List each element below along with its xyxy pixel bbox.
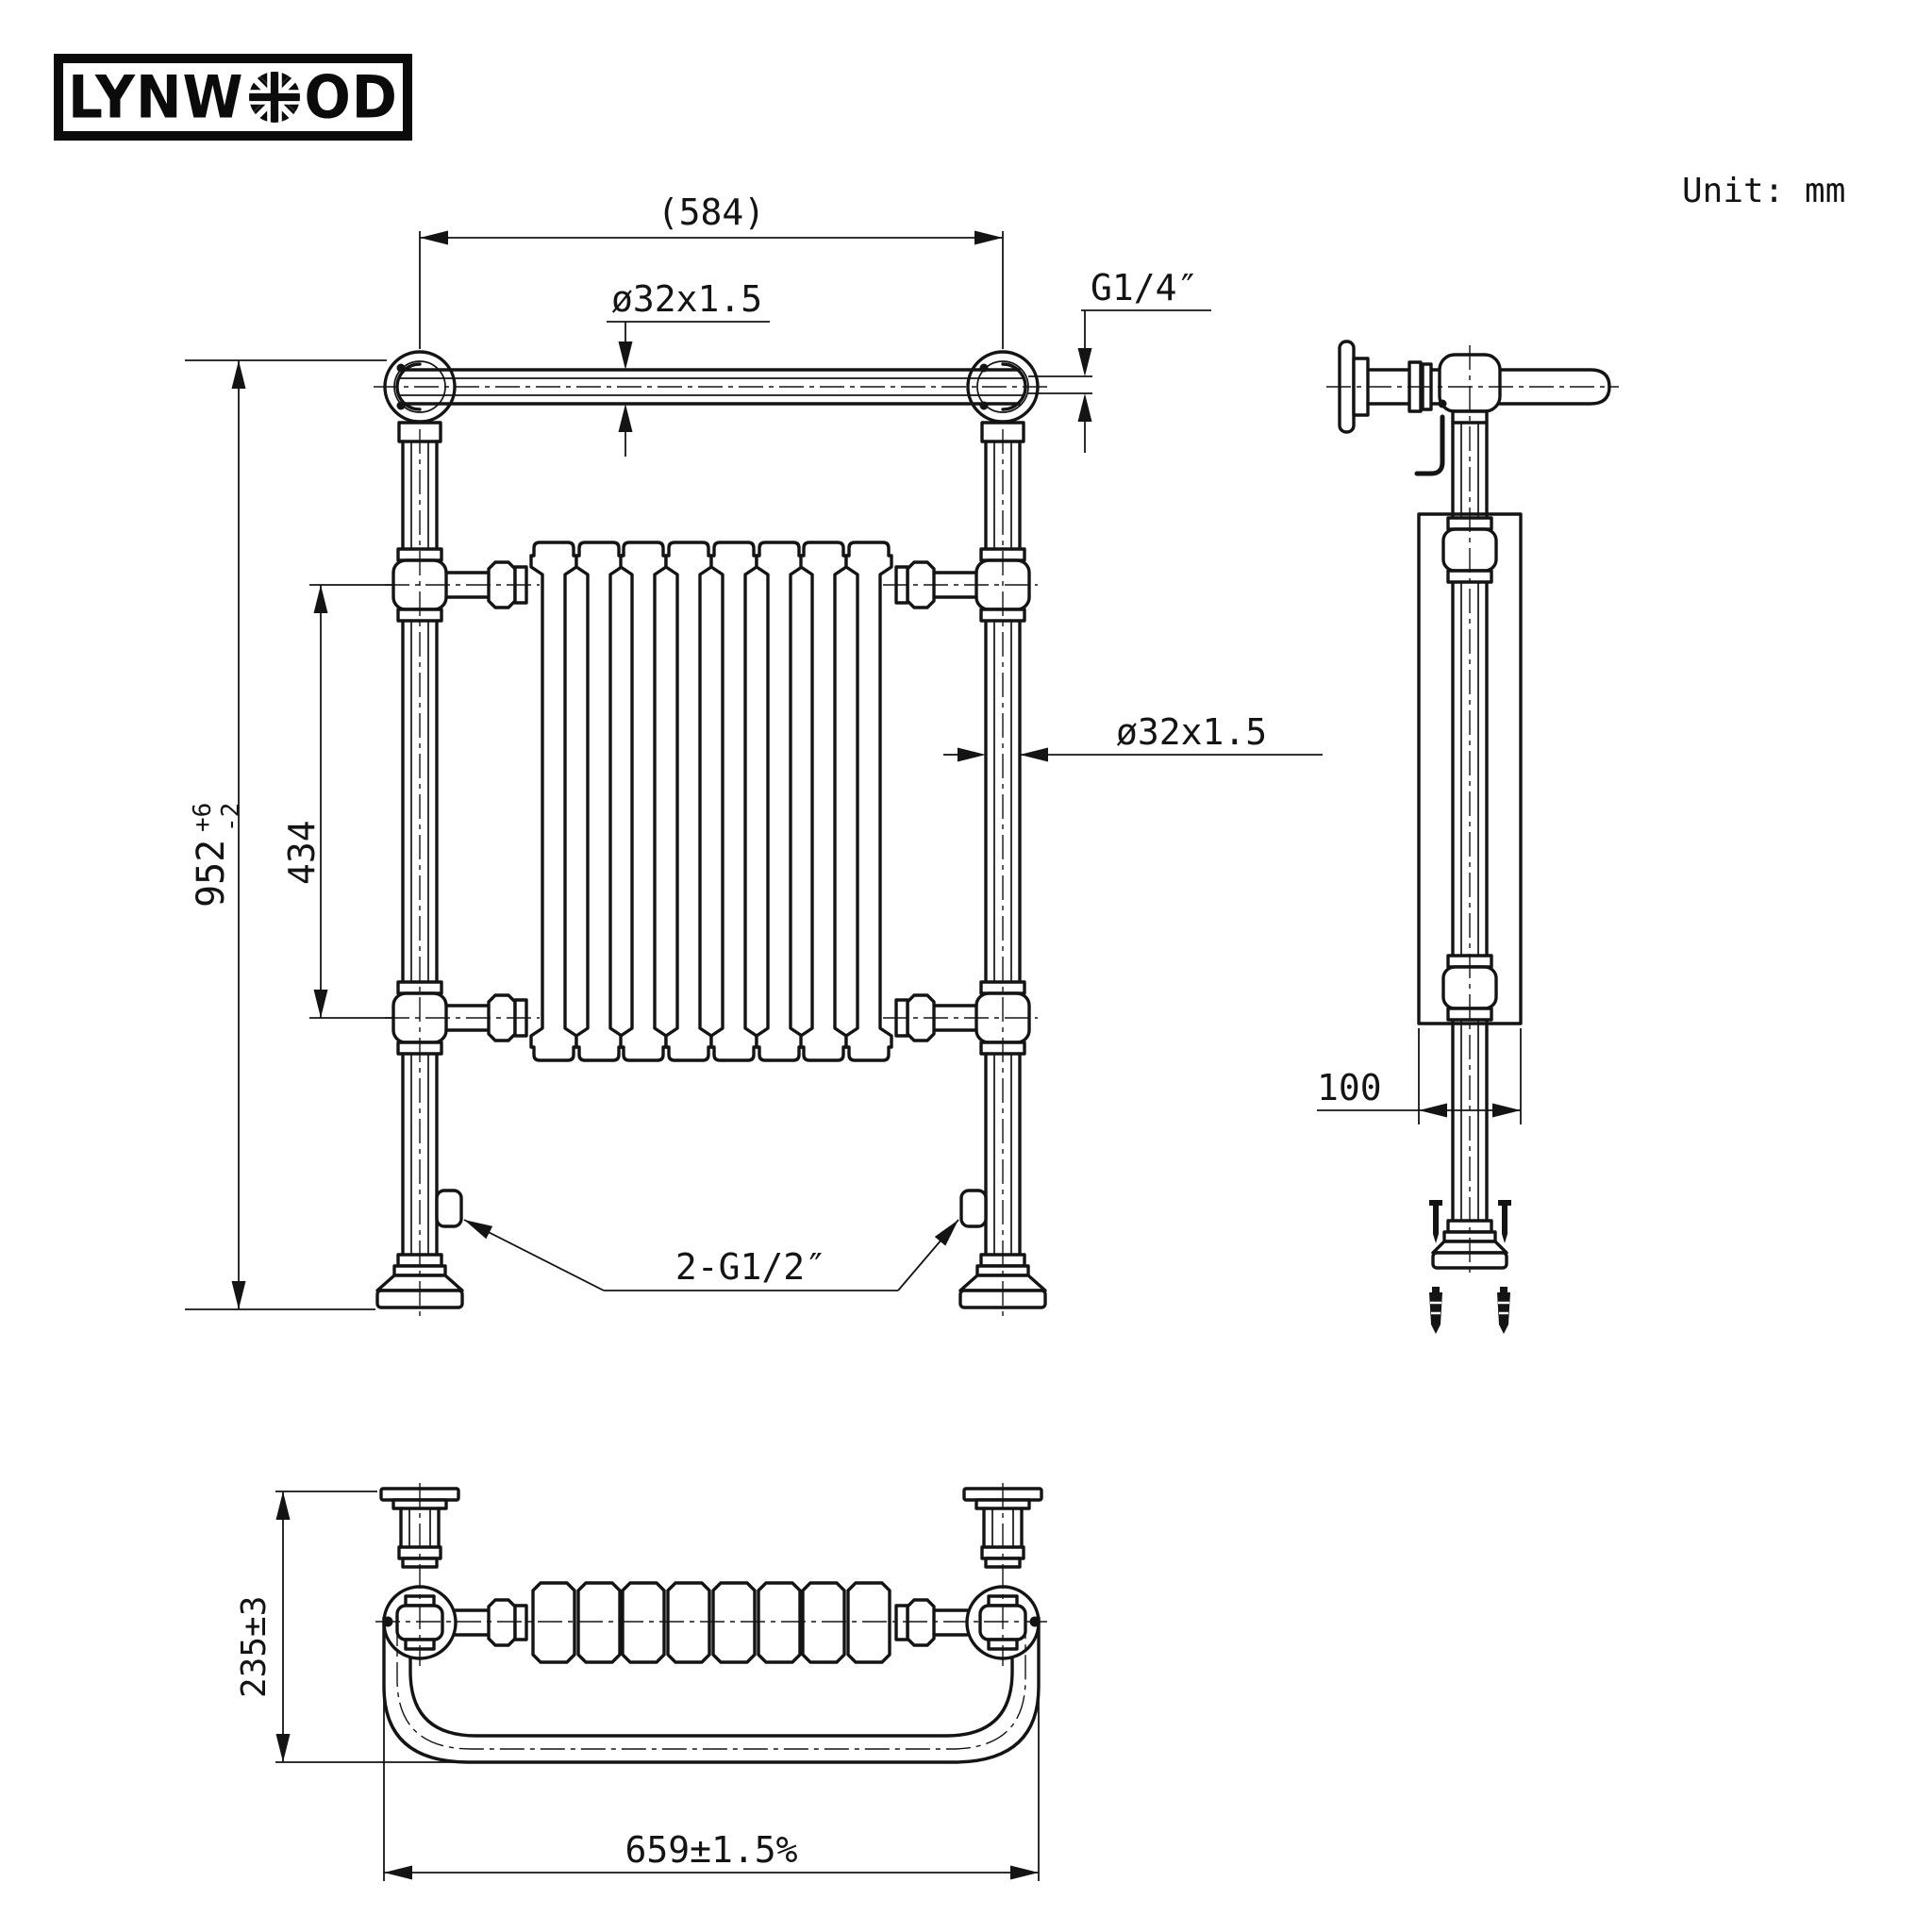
- centerlines: [1326, 345, 1619, 1275]
- connector-tube: [444, 571, 978, 1032]
- units-label: Unit: mm: [1682, 172, 1845, 210]
- radiator-core-front: [529, 541, 893, 1062]
- connector-tube: [454, 1608, 969, 1637]
- flange-screw: [396, 401, 406, 410]
- radiator-section-plan: [531, 1581, 576, 1664]
- dim-air-vent: G1/4″: [1028, 267, 1211, 453]
- dim-post-tube: ø32x1.5: [943, 711, 1323, 762]
- top-towel-bar: [400, 368, 1023, 406]
- side-view: [1326, 340, 1619, 1334]
- dim-overall-height: 952 +6 -2: [185, 359, 387, 1310]
- radiator-column-section: [844, 541, 893, 1062]
- radiator-section-plan: [711, 1581, 757, 1664]
- bottom-view: [375, 1483, 1047, 1764]
- dim-label: 235±3: [235, 1596, 274, 1698]
- centerlines: [374, 386, 1049, 1319]
- flange-screw: [396, 363, 406, 373]
- dim-wall-projection: 235±3: [235, 1491, 464, 1763]
- flange-screw: [979, 363, 989, 373]
- towel-bar-loop: [382, 1616, 1041, 1764]
- radiator-core-bottom: [531, 1581, 891, 1664]
- radiator-column-section: [755, 541, 804, 1062]
- dim-label: G1/4″: [1091, 267, 1198, 308]
- union-nut: [487, 1598, 936, 1647]
- radiator-column-section: [575, 541, 624, 1062]
- valve-boss-left: [435, 1189, 463, 1228]
- dim-tolerance-minus: -2: [217, 803, 245, 832]
- valve-boss-right: [959, 1189, 988, 1228]
- dim-label: ø32x1.5: [611, 278, 762, 320]
- bleed-key-icon: [1414, 399, 1447, 476]
- radiator-section-plan: [801, 1581, 846, 1664]
- radiator-column-section: [709, 541, 758, 1062]
- dim-valve-connections: 2-G1/2″: [460, 1213, 964, 1291]
- radiator-section-plan: [666, 1581, 711, 1664]
- dim-label: ø32x1.5: [1116, 711, 1267, 753]
- radiator-section-plan: [621, 1581, 666, 1664]
- dim-bar-overall-width: 659±1.5%: [383, 1624, 1040, 1881]
- flange-screw: [979, 401, 989, 410]
- radiator-column-section: [799, 541, 848, 1062]
- brand-logo: LYNW OD: [54, 54, 412, 141]
- dim-label: 659±1.5%: [625, 1829, 797, 1871]
- radiator-column-section: [619, 541, 668, 1062]
- dim-radiator-depth: 100: [1317, 1028, 1522, 1124]
- radiator-section-plan: [576, 1581, 622, 1664]
- dim-label: 434: [281, 820, 323, 885]
- logo-text-left: LYNW: [68, 62, 244, 132]
- radiator-column-section: [664, 541, 713, 1062]
- centerlines: [375, 1483, 1047, 1750]
- radiator-column-section: [529, 541, 578, 1062]
- radiator-section-plan: [757, 1581, 802, 1664]
- wall-plug-icon: [1429, 1287, 1510, 1334]
- dim-label: 952: [190, 840, 233, 908]
- dim-label: 100: [1317, 1067, 1382, 1108]
- dim-label: (584): [658, 192, 765, 233]
- dim-top-rail-tube: ø32x1.5: [607, 278, 770, 457]
- dim-tolerance-plus: +6: [189, 803, 217, 832]
- screw-icon: [1429, 1200, 1511, 1243]
- logo-text-right: OD: [304, 62, 398, 132]
- union-jack-icon: [248, 72, 300, 123]
- dim-overall-width-front: (584): [419, 192, 1004, 349]
- dim-rail-centres: 434: [281, 584, 394, 1019]
- front-view: [374, 350, 1049, 1319]
- dim-label: 2-G1/2″: [675, 1246, 826, 1288]
- radiator-section-plan: [846, 1581, 891, 1664]
